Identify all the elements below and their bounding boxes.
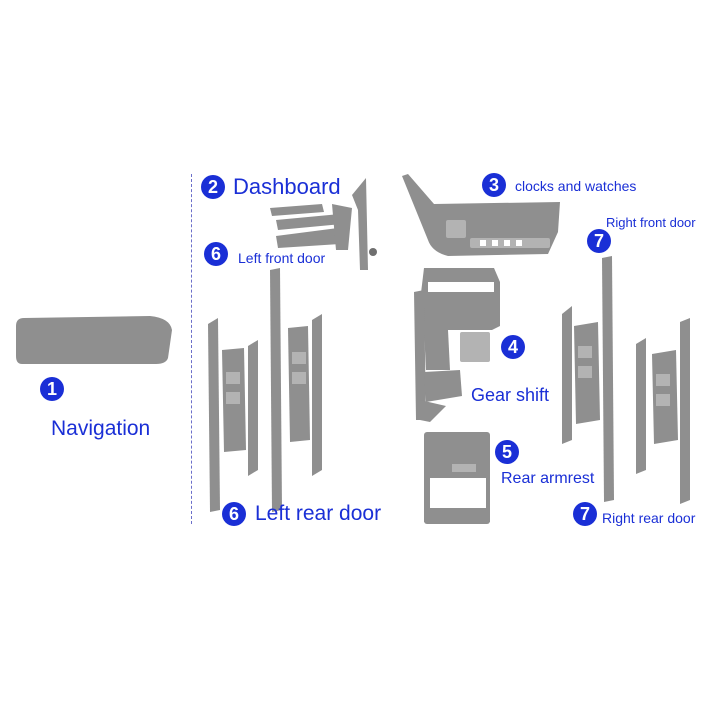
label-navigation: Navigation (51, 417, 151, 440)
right-rear-door-part (636, 318, 690, 504)
rear-armrest-part (424, 432, 490, 524)
number-badge-1: 1 (40, 377, 64, 401)
label-clocks: clocks and watches (515, 178, 637, 194)
number-badge-5: 5 (495, 440, 519, 464)
gear-shift-part (414, 268, 500, 422)
label-right-rear-door: Right rear door (602, 510, 696, 526)
label-gear-shift: Gear shift (471, 385, 550, 405)
label-right-front-door: Right front door (606, 215, 696, 230)
dashboard-part (270, 178, 377, 270)
label-rear-armrest: Rear armrest (501, 470, 595, 487)
number-badge-4: 4 (501, 335, 525, 359)
number-badge-7-front: 7 (587, 229, 611, 253)
left-front-door-part (270, 268, 322, 512)
number-badge-3: 3 (482, 173, 506, 197)
number-badge-7-rear: 7 (573, 502, 597, 526)
label-left-front-door: Left front door (238, 250, 326, 266)
number-badge-2: 2 (201, 175, 225, 199)
left-rear-door-part (208, 318, 258, 512)
number-badge-6-rear: 6 (222, 502, 246, 526)
clocks-part (402, 174, 560, 256)
label-left-rear-door: Left rear door (255, 502, 382, 525)
number-badge-6-front: 6 (204, 242, 228, 266)
label-dashboard: Dashboard (233, 174, 341, 199)
right-front-door-part (562, 256, 614, 502)
divider-line (191, 174, 192, 524)
navigation-panel-part (16, 316, 172, 364)
